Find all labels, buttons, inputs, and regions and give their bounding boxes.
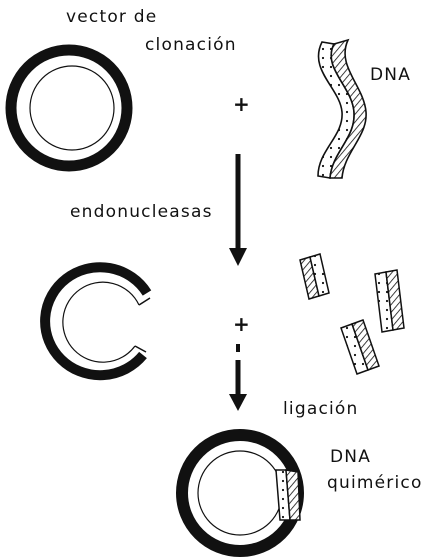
arrow-down-1 [229,154,247,266]
vector-label-line2: clonación [145,35,237,55]
dna-fragment-1 [300,254,329,299]
vector-label-line1: vector de [66,7,157,27]
ligacion-label: ligación [283,399,359,419]
dna-fragment-long [318,40,366,178]
plus-sign-top: + [233,92,251,116]
dna-label-bottom-line2: quimérico [327,473,423,493]
dna-label-top: DNA [370,65,411,85]
opened-plasmid [45,267,150,375]
cloning-vector-plasmid [11,50,127,166]
endonucleasas-label: endonucleasas [70,202,213,222]
chimeric-plasmid [182,435,300,551]
dna-fragment-3 [341,320,379,374]
dna-label-bottom-line1: DNA [330,447,371,467]
plus-sign-middle: + [233,312,251,336]
arrow-down-2 [229,344,247,411]
dna-fragment-2 [375,270,404,332]
